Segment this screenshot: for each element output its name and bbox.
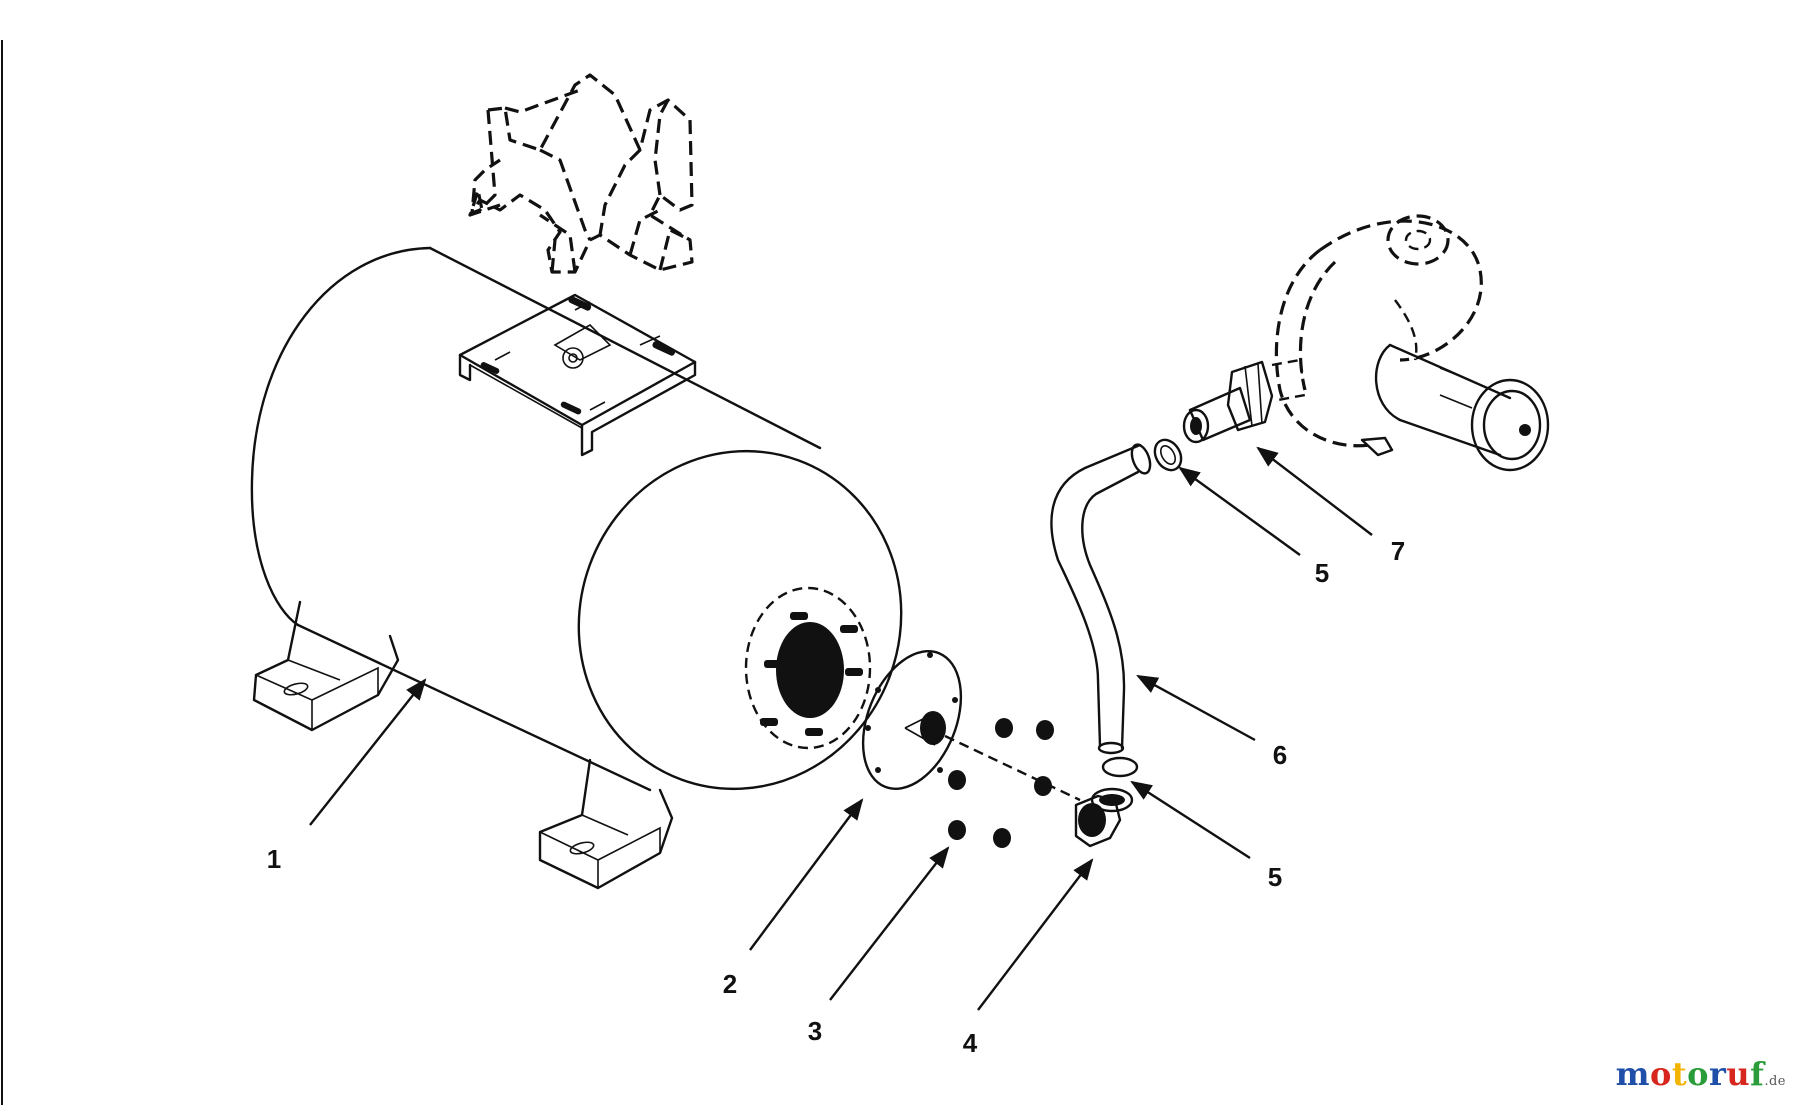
watermark-letter: u <box>1726 1055 1751 1093</box>
o-ring-upper-drawing <box>1153 438 1183 472</box>
callout-4-elbow: 4 <box>963 1028 978 1058</box>
hose-end-upper <box>1130 443 1152 475</box>
leader-arrow-5-lower <box>1130 780 1251 860</box>
watermark-logo: motoruf.de <box>1616 1055 1786 1093</box>
pump-mount-bracket-drawing <box>468 73 694 274</box>
o-ring-lower-drawing <box>1101 756 1139 778</box>
leader-arrow-3 <box>829 846 950 1001</box>
callout-2-gasket: 2 <box>723 969 737 999</box>
hose-drawing <box>1050 443 1142 750</box>
watermark-letter: m <box>1615 1055 1650 1093</box>
watermark-letter: o <box>1687 1055 1709 1093</box>
nuts-drawing <box>948 718 1054 848</box>
flange-gasket-drawing <box>861 650 1081 802</box>
watermark-letter: f <box>1750 1055 1765 1093</box>
leader-arrows <box>309 446 1373 1011</box>
callout-1-tank: 1 <box>267 844 281 874</box>
leader-arrow-4 <box>977 858 1094 1011</box>
hose-end-lower <box>1097 741 1125 755</box>
pump-drawing <box>1274 214 1550 472</box>
callout-5-o-ring-upper: 5 <box>1315 558 1329 588</box>
callout-7-fitting: 7 <box>1391 536 1405 566</box>
watermark-letter: o <box>1649 1055 1672 1093</box>
watermark-text: motoruf <box>1616 1055 1765 1093</box>
pressure-tank-drawing <box>250 246 903 890</box>
leader-arrow-1 <box>309 678 427 826</box>
watermark-letter: r <box>1708 1055 1727 1093</box>
watermark-tld: .de <box>1764 1074 1786 1089</box>
watermark-letter: t <box>1671 1055 1688 1093</box>
leader-arrow-2 <box>749 798 864 951</box>
elbow-fitting-drawing <box>1074 787 1134 848</box>
callout-6-hose: 6 <box>1273 740 1287 770</box>
leader-arrow-7 <box>1256 446 1373 536</box>
hose-barb-fitting-drawing <box>1182 358 1307 444</box>
leader-arrow-6 <box>1136 674 1256 742</box>
leader-arrow-5-upper <box>1178 466 1301 556</box>
callout-5-o-ring-lower: 5 <box>1268 862 1282 892</box>
callout-3-nut: 3 <box>808 1016 822 1046</box>
